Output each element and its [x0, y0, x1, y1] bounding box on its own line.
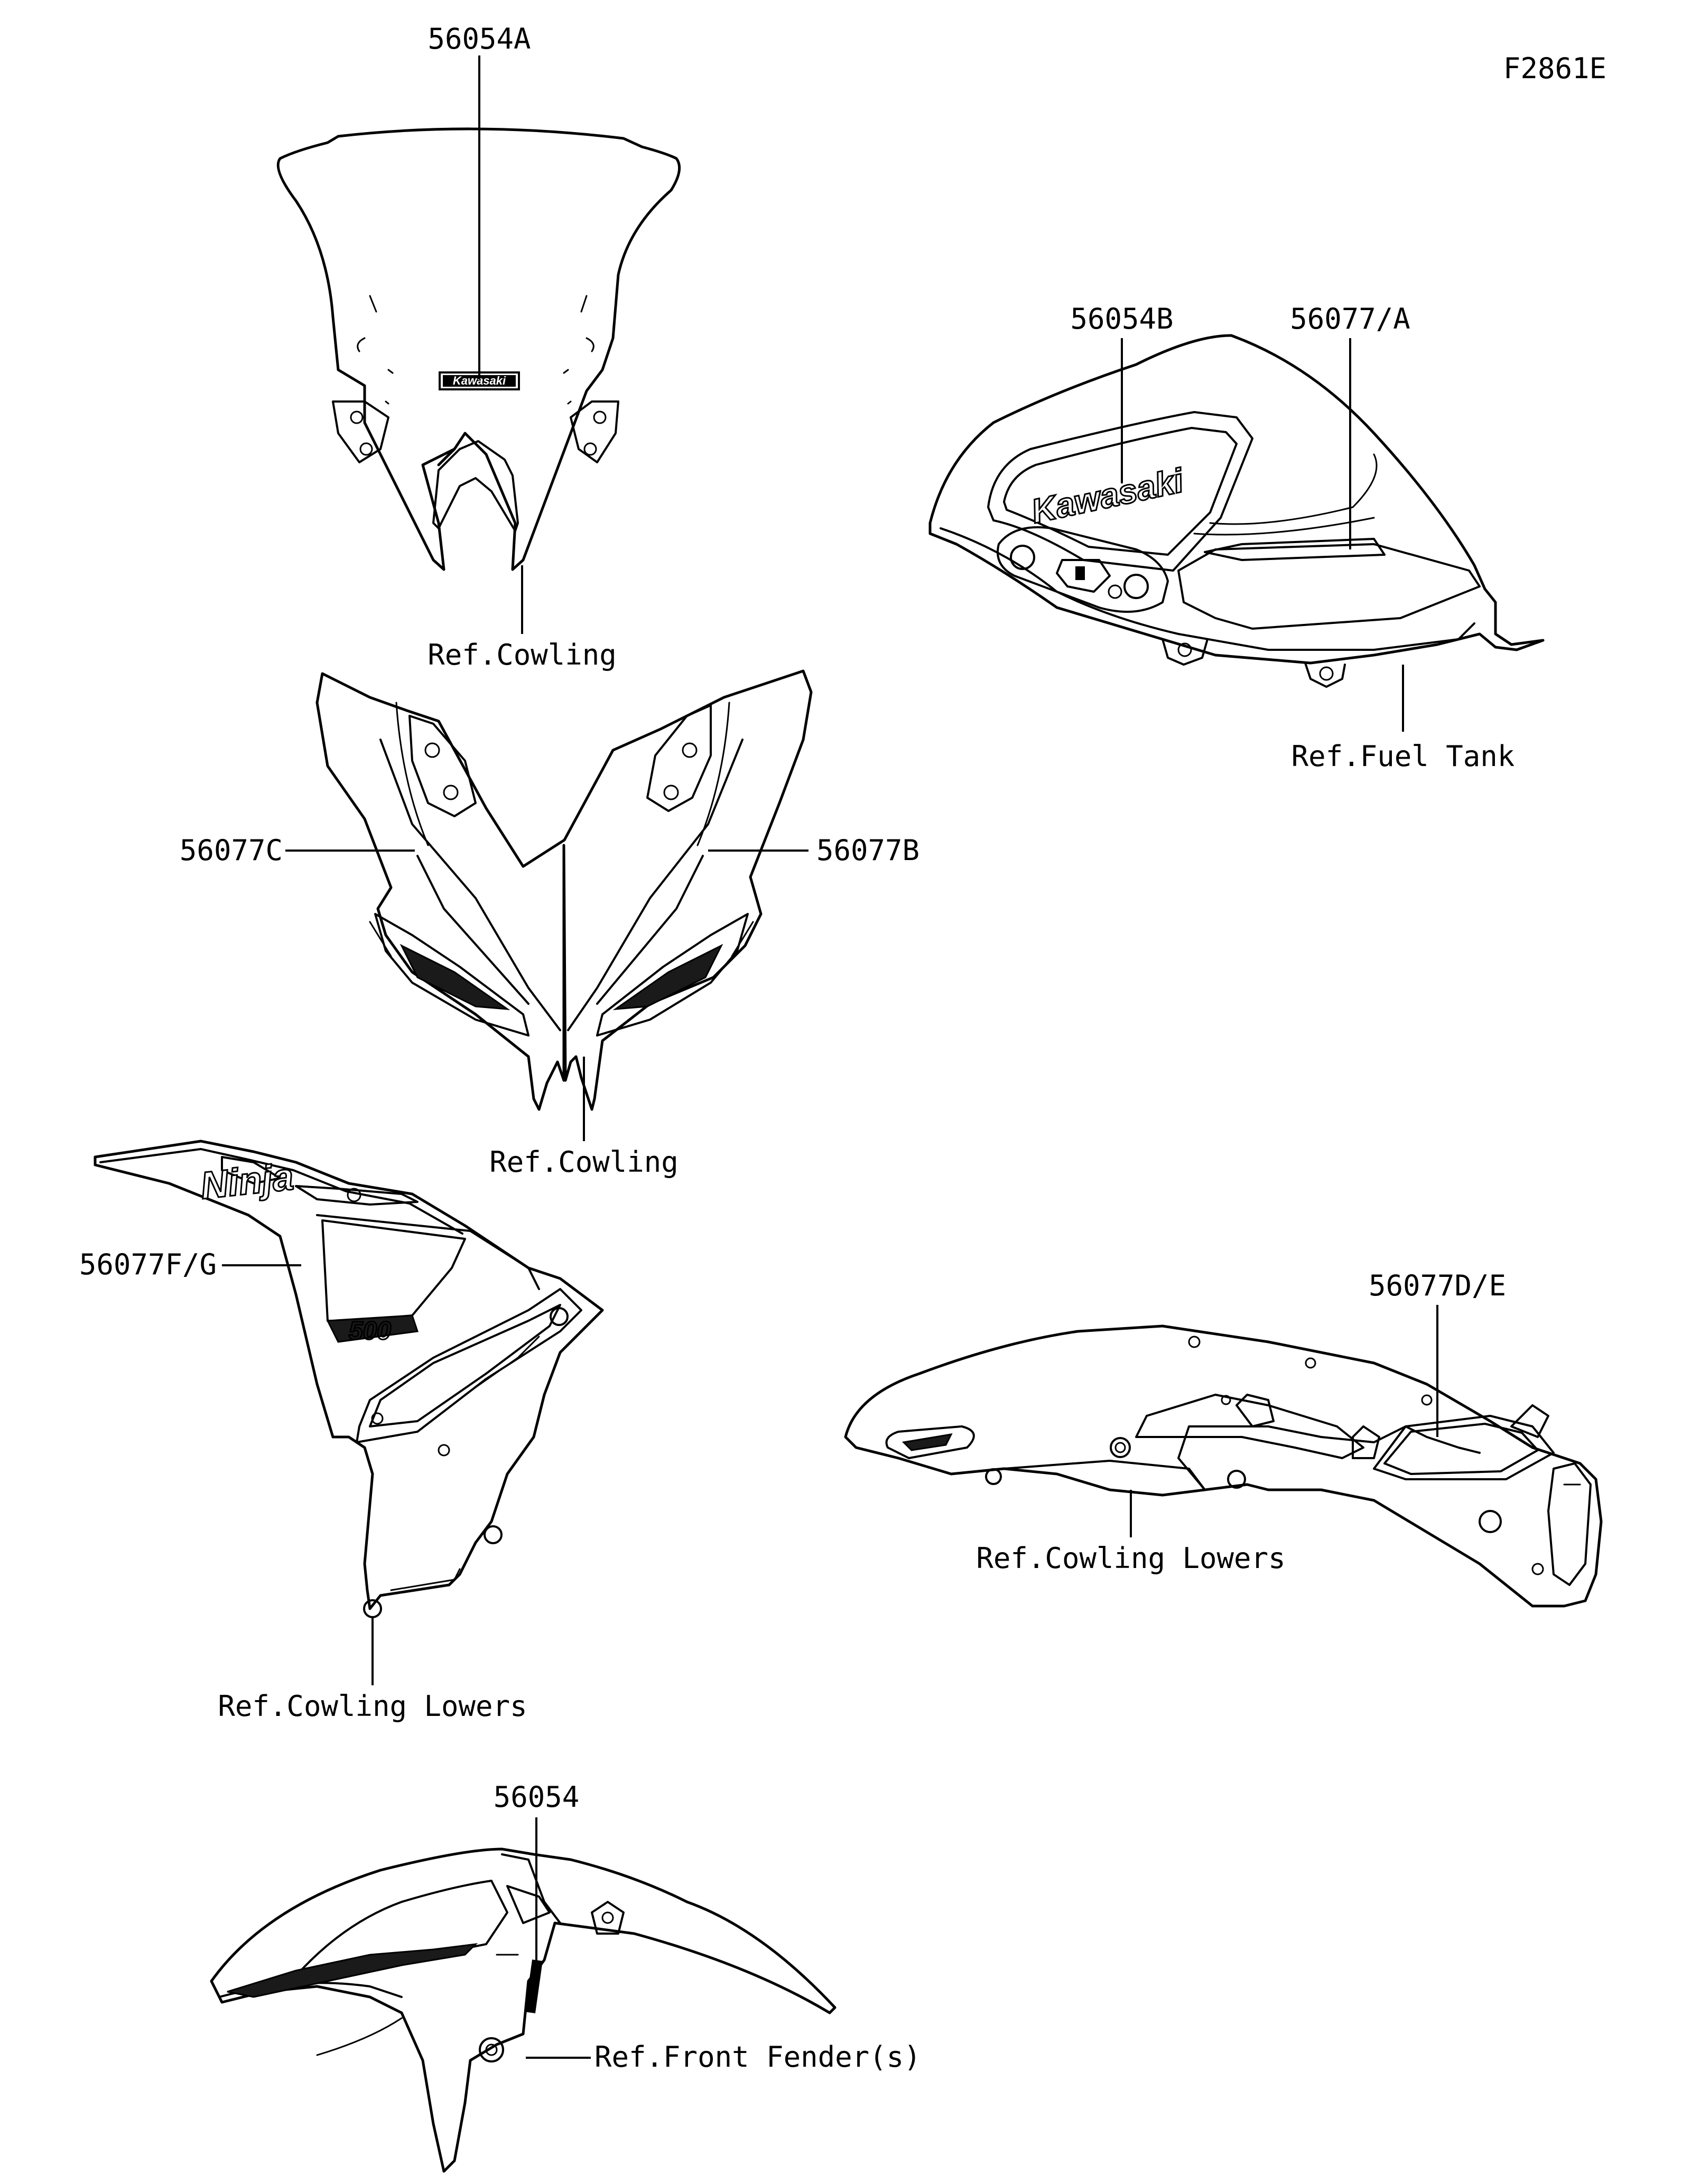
side-right-part-label: 56077D/E [1369, 1269, 1506, 1302]
side-left-ref-label: Ref.Cowling Lowers [218, 1690, 527, 1723]
right-lower-fairing [844, 1324, 1603, 1608]
front-fender [210, 1847, 837, 2173]
side-right-ref-label: Ref.Cowling Lowers [976, 1542, 1285, 1575]
fuel-tank: Kawasaki [928, 334, 1545, 688]
drawing-id: F2861E [1503, 52, 1606, 85]
left-side-fairing: Ninja 500 [94, 1140, 604, 1618]
cowl-right-part-label: 56077B [816, 834, 919, 867]
side-number-text: 500 [349, 1317, 391, 1345]
windshield-ref-label: Ref.Cowling [428, 638, 617, 671]
cowl-ref-label: Ref.Cowling [489, 1145, 679, 1179]
side-logo-text: Ninja [199, 1155, 295, 1207]
side-left-part-label: 56077F/G [79, 1248, 217, 1281]
tank-part-right-label: 56077/A [1290, 302, 1410, 335]
tank-ref-label: Ref.Fuel Tank [1292, 740, 1515, 773]
fender-ref-label: Ref.Front Fender(s) [594, 2040, 921, 2074]
windshield-part-label: 56054A [428, 22, 531, 55]
upper-cowl [315, 669, 813, 1111]
fender-part-label: 56054 [494, 1780, 580, 1814]
cowl-left-part-label: 56077C [180, 834, 283, 867]
tank-part-left-label: 56054B [1070, 302, 1173, 335]
